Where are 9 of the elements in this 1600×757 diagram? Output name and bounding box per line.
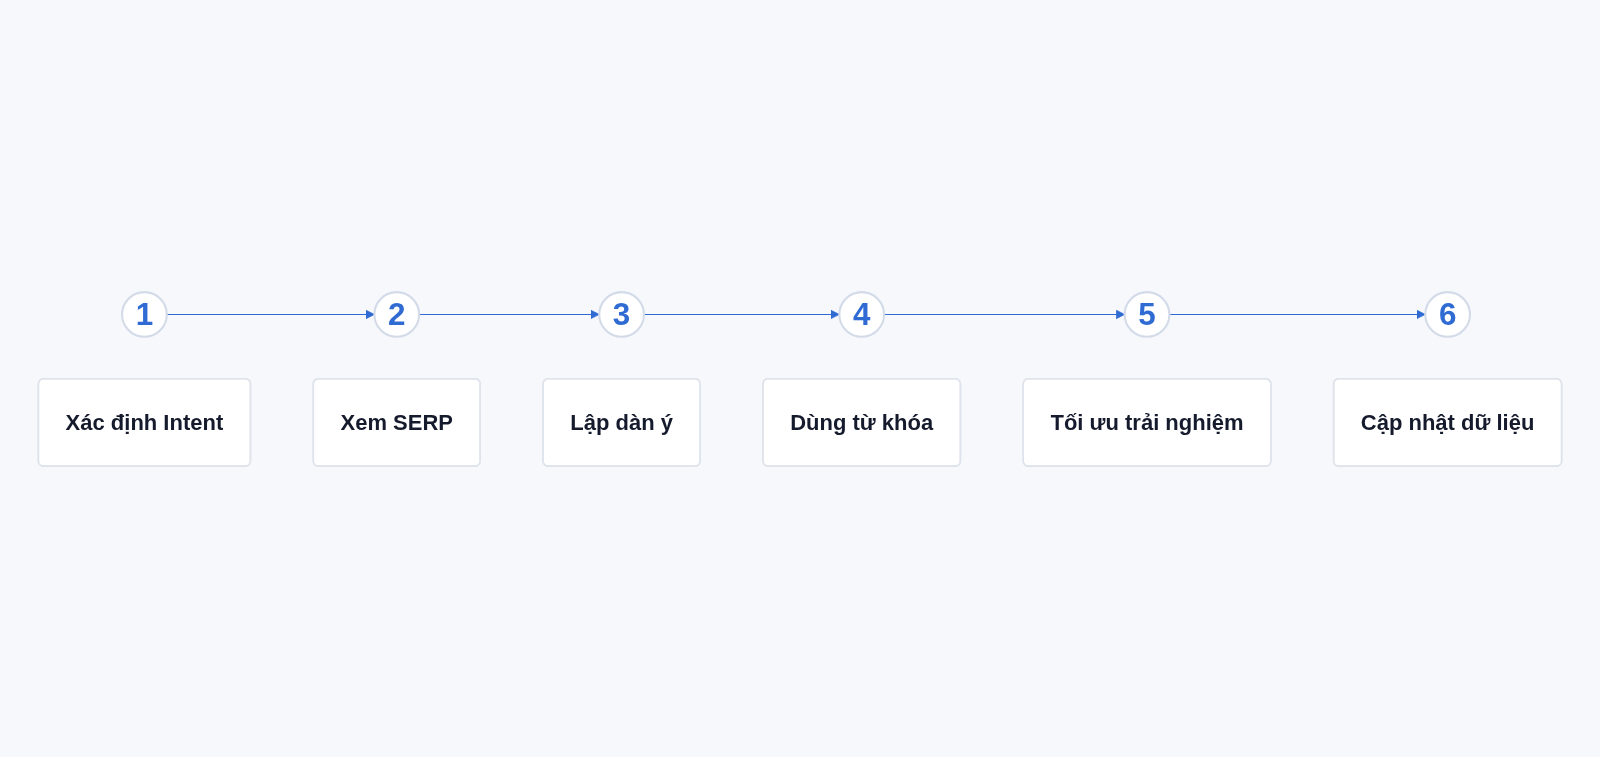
node-circle: 3 [598,291,645,338]
node-circle: 1 [121,291,168,338]
node-circle: 6 [1424,291,1472,338]
node-circle: 2 [373,291,421,338]
node-circle: 5 [1123,291,1171,338]
arrow [166,309,375,320]
arrow [643,309,840,320]
node-circle: 4 [838,291,886,338]
arrow [418,309,600,320]
